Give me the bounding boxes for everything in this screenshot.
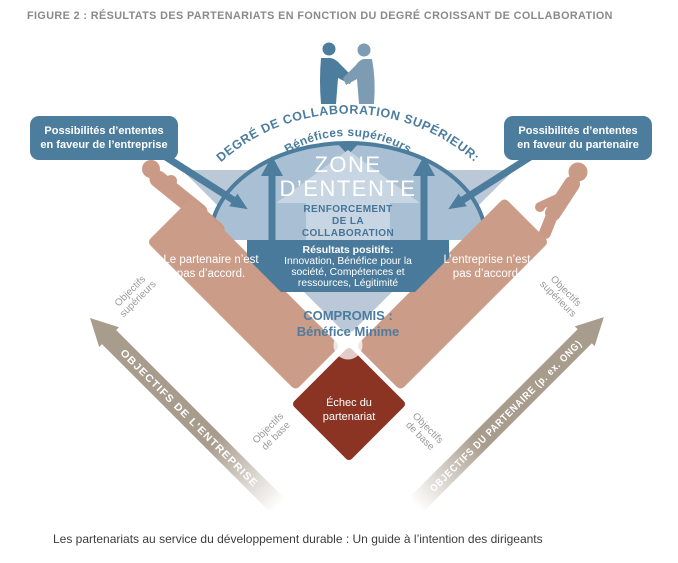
callout-right: Possibilités d’ententes en faveur du par…: [504, 116, 652, 160]
svg-text:Échec du: Échec du: [326, 396, 372, 409]
dome-apex-notch-icon: [336, 142, 360, 155]
person-pulling-right-icon: [535, 162, 588, 239]
partner-disagrees-label: Le partenaire n’est pas d’accord.: [163, 254, 259, 280]
center-node: [333, 330, 363, 360]
failure-label: Échec du partenariat: [323, 396, 376, 423]
svg-text:pas d’accord.: pas d’accord.: [177, 268, 245, 280]
failure-diamond: [293, 348, 405, 460]
svg-text:RENFORCEMENT: RENFORCEMENT: [303, 204, 392, 215]
svg-text:COMPROMIS :: COMPROMIS :: [303, 308, 393, 323]
svg-text:DE LA: DE LA: [332, 216, 364, 227]
company-disagrees-label: L’entreprise n’est pas d’accord.: [444, 254, 532, 280]
svg-text:pas d’accord.: pas d’accord.: [453, 268, 521, 280]
handshake-people-icon: [320, 42, 375, 104]
axis-arrowhead-right-icon: [574, 317, 604, 347]
svg-text:Innovation, Bénéfice pour la: Innovation, Bénéfice pour la: [284, 256, 412, 267]
up-arrow-right-icon: [413, 156, 435, 240]
callout-arrow-left-icon: [154, 148, 248, 210]
svg-text:Possibilités d’ententes: Possibilités d’ententes: [518, 125, 637, 137]
svg-text:société, Compétences et: société, Compétences et: [291, 267, 404, 278]
svg-text:en faveur de l’entreprise: en faveur de l’entreprise: [40, 139, 167, 151]
svg-text:COLLABORATION: COLLABORATION: [302, 228, 394, 239]
svg-text:D’ENTENTE: D’ENTENTE: [280, 176, 417, 201]
positive-results-text: Résultats positifs: Innovation, Bénéfice…: [284, 244, 412, 289]
partner-disagrees-band: [149, 199, 338, 389]
zone-entente-label: ZONE D’ENTENTE: [280, 152, 417, 201]
figure-title: FIGURE 2 : RÉSULTATS DES PARTENARIATS EN…: [27, 9, 613, 22]
axis-arrowhead-left-icon: [90, 318, 119, 347]
reinforcement-arrow-icon: [276, 150, 420, 240]
callout-left: Possibilités d’ententes en faveur de l’e…: [30, 116, 178, 160]
svg-text:ZONE: ZONE: [314, 152, 381, 177]
svg-text:partenariat: partenariat: [323, 411, 376, 423]
positive-results-panel: [247, 240, 449, 292]
company-disagrees-band: [358, 199, 547, 389]
up-arrow-left-icon: [261, 156, 283, 240]
svg-text:Possibilités d’ententes: Possibilités d’ententes: [44, 125, 163, 137]
reinforcement-text: RENFORCEMENT DE LA COLLABORATION: [302, 204, 394, 239]
svg-text:Bénéfice Minime: Bénéfice Minime: [297, 324, 400, 339]
figure-caption: Les partenariats au service du développe…: [53, 532, 543, 546]
svg-text:en faveur du partenaire: en faveur du partenaire: [517, 139, 639, 151]
compromise-label: COMPROMIS : Bénéfice Minime: [297, 308, 400, 339]
callout-arrow-right-icon: [448, 148, 542, 210]
svg-text:ressources, Légitimité: ressources, Légitimité: [298, 278, 398, 289]
svg-text:Résultats positifs:: Résultats positifs:: [302, 244, 393, 256]
svg-text:L’entreprise n’est: L’entreprise n’est: [444, 254, 532, 266]
svg-text:Le partenaire n’est: Le partenaire n’est: [163, 254, 259, 266]
